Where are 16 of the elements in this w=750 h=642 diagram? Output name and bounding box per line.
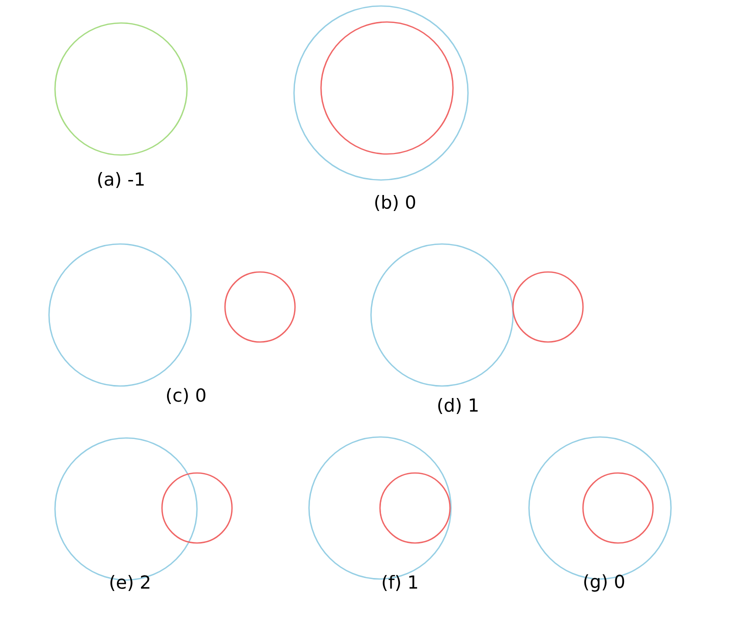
circle <box>48 243 192 387</box>
caption: (c) 0 <box>167 388 206 404</box>
circle <box>379 472 451 544</box>
circle <box>161 472 233 544</box>
circle <box>512 271 584 343</box>
circle <box>224 271 296 343</box>
circle <box>370 243 514 387</box>
caption: (e) 2 <box>110 574 150 592</box>
circle <box>293 5 469 181</box>
circle <box>582 472 654 544</box>
circle <box>320 21 454 155</box>
caption: (g) 0 <box>584 574 624 592</box>
caption: (a) -1 <box>98 172 144 188</box>
caption: (f) 1 <box>382 574 418 592</box>
caption: (b) 0 <box>375 194 416 212</box>
circle <box>54 22 188 156</box>
